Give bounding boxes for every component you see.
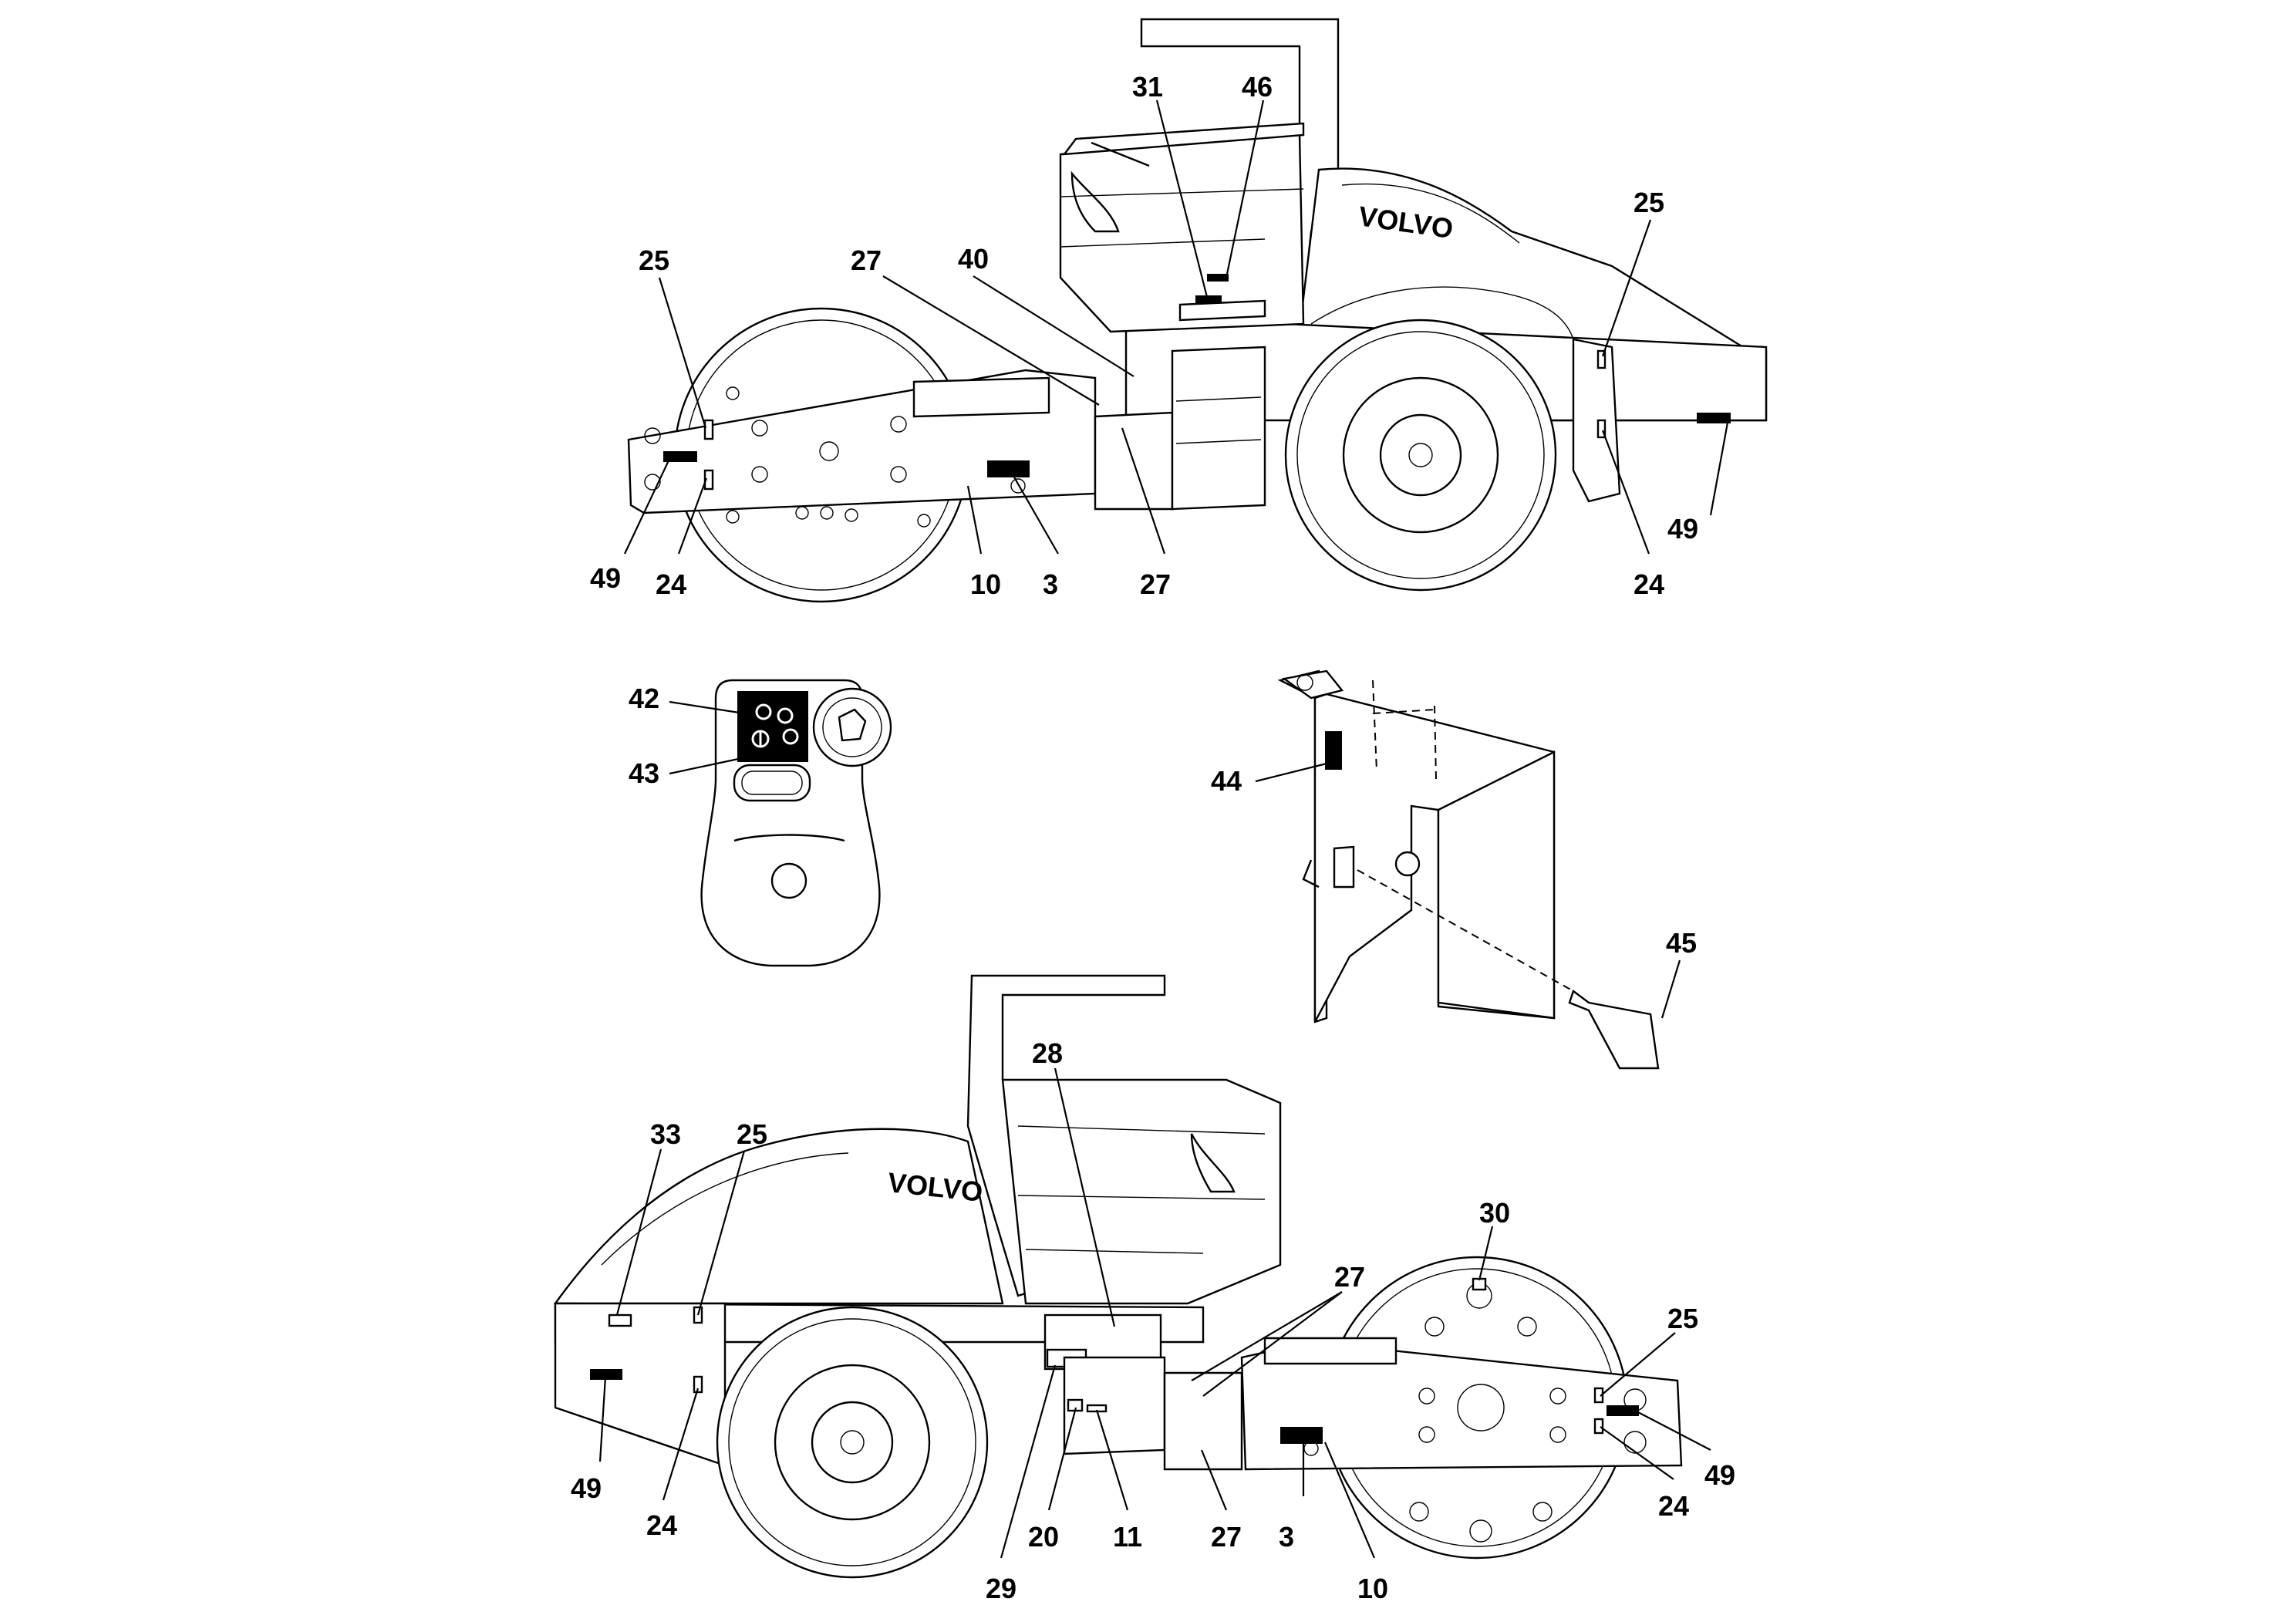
callout-24: 24 (656, 568, 686, 600)
callout-29: 29 (986, 1573, 1017, 1604)
decal-49-right-top (1697, 413, 1731, 423)
callout-49: 49 (590, 562, 621, 594)
callout-45: 45 (1666, 927, 1697, 959)
callout-25: 25 (1667, 1303, 1698, 1334)
towing-hook-detail (700, 679, 892, 967)
callout-3: 3 (1043, 568, 1058, 600)
leader-lines-bottom (598, 1067, 1711, 1559)
callouts-bottom: 28 33 25 30 27 25 49 24 29 20 11 27 3 10… (571, 1037, 1735, 1604)
callout-25: 25 (737, 1118, 767, 1150)
callout-49: 49 (1667, 513, 1698, 545)
callout-28: 28 (1032, 1037, 1063, 1069)
leader-lines-top (624, 99, 1729, 555)
callouts-top: 31 46 25 25 27 40 49 24 10 3 27 49 24 (590, 71, 1698, 600)
decal-24-left-top (703, 469, 714, 491)
callout-43: 43 (629, 757, 659, 789)
decal-49-left-bottom (590, 1369, 622, 1380)
callout-49: 49 (571, 1472, 602, 1504)
callout-27: 27 (1211, 1521, 1242, 1553)
callout-42: 42 (629, 683, 659, 714)
callout-10: 10 (1357, 1573, 1388, 1604)
decal-46-top (1207, 274, 1229, 282)
roller-side-view-bottom: VOLVO (553, 974, 1683, 1579)
callout-46: 46 (1242, 71, 1273, 103)
callout-40: 40 (958, 243, 989, 275)
bracket-panel-detail (1277, 669, 1660, 1070)
callout-3: 3 (1279, 1521, 1294, 1553)
callout-24: 24 (1633, 568, 1664, 600)
callout-20: 20 (1028, 1521, 1059, 1553)
callout-27: 27 (1334, 1261, 1365, 1293)
callout-49: 49 (1704, 1459, 1735, 1491)
callout-25: 25 (1633, 187, 1664, 218)
callout-33: 33 (650, 1118, 681, 1150)
callout-27: 27 (1140, 568, 1171, 600)
callout-24: 24 (646, 1509, 677, 1541)
decal-24-right-top (1596, 419, 1607, 439)
callout-27: 27 (851, 244, 882, 276)
rear-wheel-top (1284, 319, 1557, 592)
decal-44-panel (1325, 731, 1342, 770)
callout-11: 11 (1113, 1521, 1142, 1553)
decal-49-right-bottom (1607, 1405, 1639, 1416)
callout-25: 25 (639, 244, 669, 276)
decal-25-right-top (1596, 349, 1607, 369)
decal-33-bottom (608, 1313, 632, 1327)
decal-42-hook (737, 691, 808, 762)
decal-43-hook (733, 764, 811, 802)
decal-24-right-bottom (1593, 1418, 1604, 1435)
decal-25-left-top (703, 419, 714, 440)
callout-44: 44 (1211, 765, 1242, 797)
callout-24: 24 (1658, 1490, 1689, 1522)
decal-25-right-bottom (1593, 1387, 1604, 1404)
callout-31: 31 (1132, 71, 1163, 103)
callout-30: 30 (1479, 1197, 1510, 1229)
roller-side-view-top: VOLVO (627, 18, 1768, 603)
decal-31-top (1195, 295, 1222, 303)
rear-wheel-bottom (716, 1306, 989, 1579)
callout-10: 10 (970, 568, 1001, 600)
decal-49-left-top (663, 451, 697, 462)
decal-24-left-bottom (693, 1375, 703, 1394)
decal-3-bottom (1280, 1427, 1323, 1444)
decal-3-top (987, 460, 1030, 477)
decal-30-bottom (1472, 1277, 1487, 1291)
